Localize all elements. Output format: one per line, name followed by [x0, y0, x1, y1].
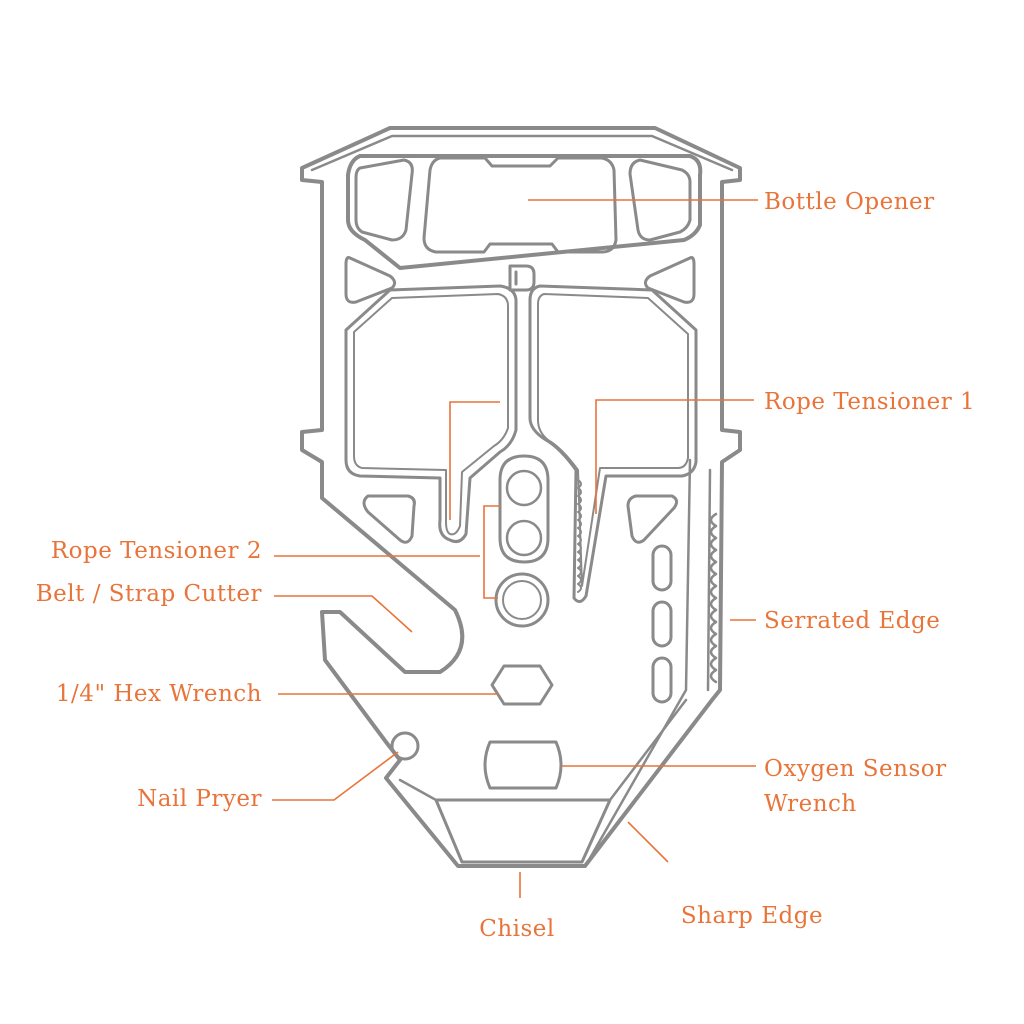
chisel-head — [434, 798, 612, 864]
label-chisel: Chisel — [479, 916, 555, 942]
chisel-bevel-right — [608, 698, 688, 802]
tool-outer-outline — [300, 126, 742, 868]
leader-rope-tensioner-2 — [274, 401, 500, 599]
label-sharp-edge: Sharp Edge — [681, 903, 823, 929]
tool-body: D — [300, 126, 742, 868]
round-hole-outer — [494, 572, 550, 628]
right-lower-triangle — [626, 494, 679, 544]
bottle-opener-right-pocket — [628, 158, 692, 242]
left-lower-triangle — [362, 494, 416, 544]
leader-nail-pryer — [272, 751, 399, 801]
label-nail-pryer: Nail Pryer — [137, 786, 262, 812]
oxygen-sensor-wrench-slot — [483, 740, 563, 790]
label-serrated-edge: Serrated Edge — [764, 608, 940, 634]
nail-pryer-notch — [390, 731, 420, 761]
side-slot-1 — [651, 544, 673, 592]
label-rope-tensioner-1: Rope Tensioner 1 — [764, 389, 975, 415]
tool-inner-outline — [310, 134, 734, 860]
bottle-opener-left-pocket — [354, 158, 414, 242]
label-bottle-opener: Bottle Opener — [764, 189, 935, 215]
center-slot — [498, 454, 550, 564]
left-upper-triangle — [344, 256, 397, 304]
brand-logo — [508, 264, 536, 292]
leader-rope-tensioner-1 — [595, 399, 754, 514]
callout-labels: Bottle Opener Rope Tensioner 1 Rope Tens… — [36, 189, 975, 942]
hex-wrench-cutout — [490, 664, 554, 706]
leader-belt-strap-cutter — [274, 595, 413, 633]
label-hex-wrench: 1/4" Hex Wrench — [56, 681, 262, 707]
label-rope-tensioner-2: Rope Tensioner 2 — [51, 538, 262, 564]
inner-serrations — [577, 479, 582, 593]
serrated-edge-teeth — [709, 512, 718, 684]
round-hole-inner — [502, 580, 542, 620]
left-tensioner-window-inner — [353, 293, 509, 536]
label-belt-strap-cutter: Belt / Strap Cutter — [36, 581, 262, 607]
center-slot-lower-circle — [505, 519, 543, 557]
bottle-opener-center — [422, 156, 618, 254]
side-slot-3 — [651, 656, 673, 704]
label-oxygen-sensor-wrench-line2: Wrench — [764, 791, 857, 817]
right-tensioner-window-outer — [528, 284, 698, 603]
side-slot-2 — [651, 600, 673, 648]
center-slot-upper-circle — [505, 469, 543, 507]
leader-lines — [272, 199, 758, 898]
bottle-opener-window — [346, 154, 703, 270]
left-tensioner-window-outer — [344, 284, 518, 543]
leader-sharp-edge — [627, 821, 669, 863]
label-oxygen-sensor-wrench-line1: Oxygen Sensor — [764, 756, 947, 782]
right-upper-triangle — [643, 256, 696, 304]
right-tensioner-window-inner — [537, 293, 689, 587]
chisel-bevel-left — [398, 778, 438, 802]
